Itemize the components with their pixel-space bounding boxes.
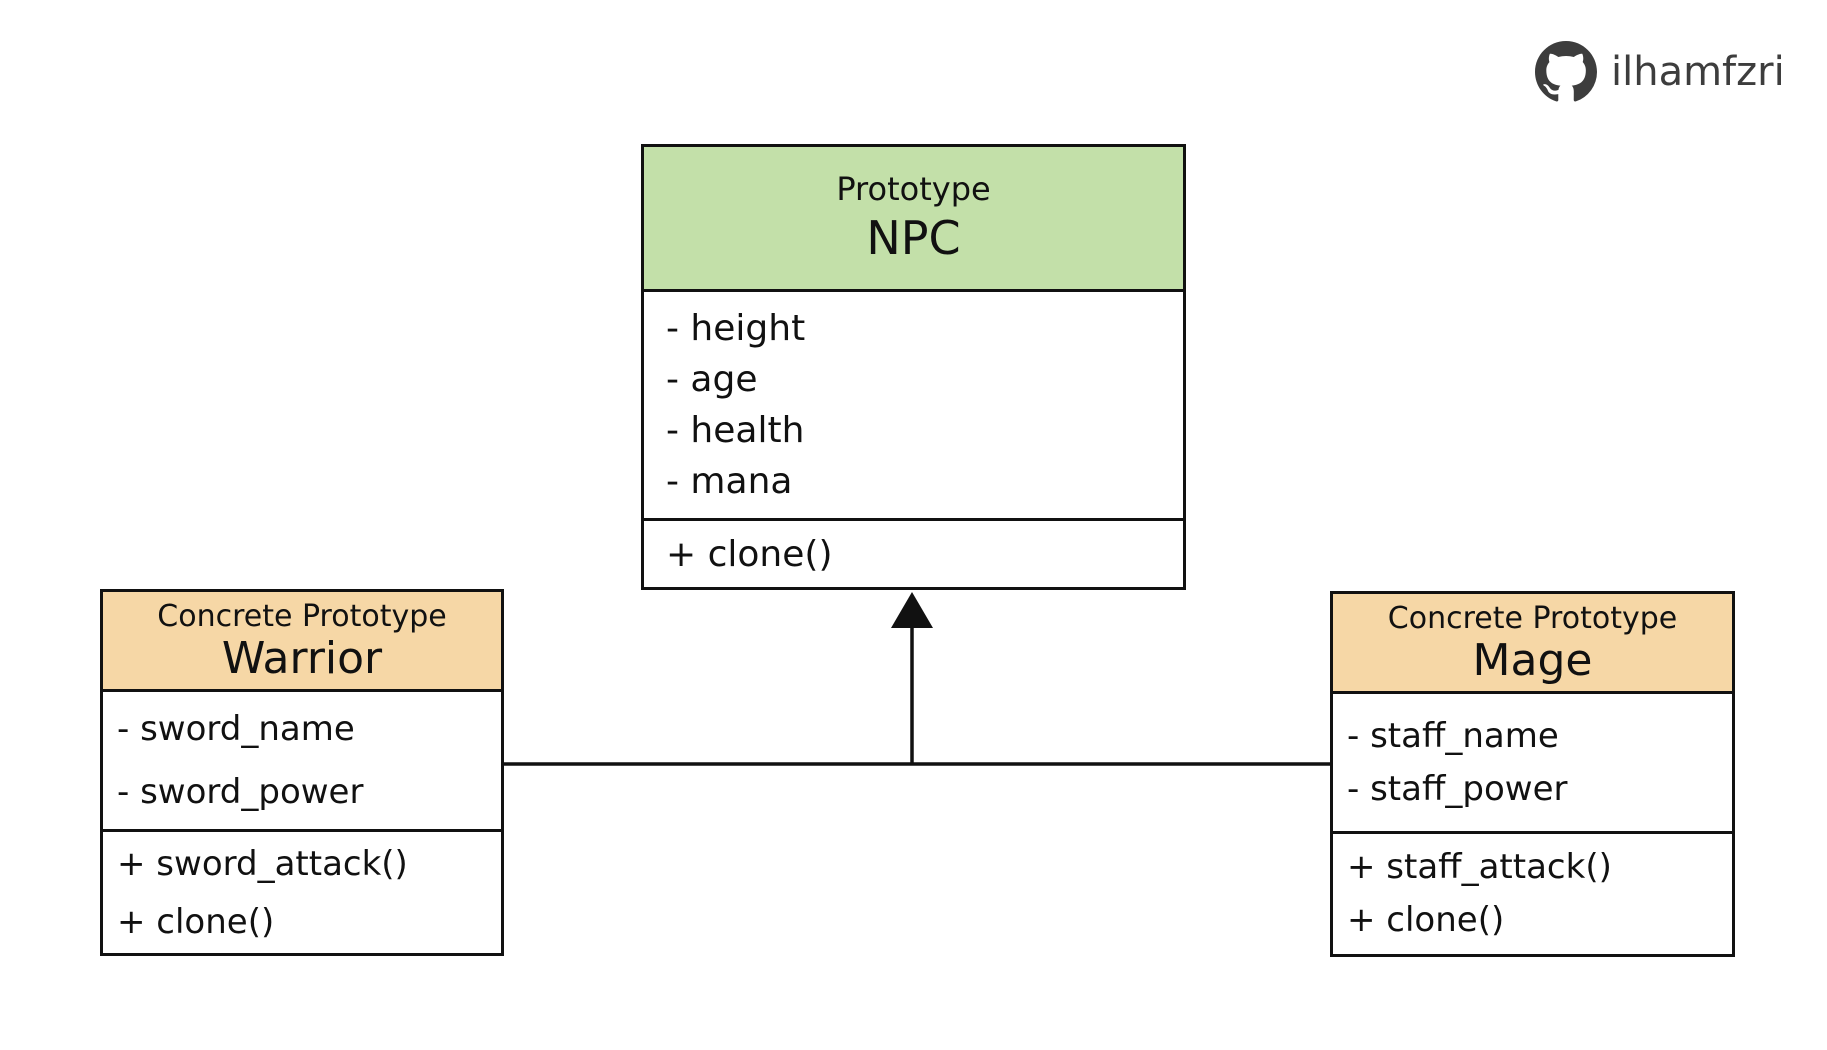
npc-attributes: - height - age - health - mana — [644, 292, 1183, 518]
npc-stereotype: Prototype — [836, 170, 991, 208]
mage-operation: + clone() — [1347, 900, 1505, 940]
warrior-class-header: Concrete Prototype Warrior — [103, 592, 501, 692]
npc-operation: + clone() — [666, 533, 833, 575]
npc-attribute: - age — [666, 359, 758, 400]
mage-operation: + staff_attack() — [1347, 847, 1612, 887]
mage-class-header: Concrete Prototype Mage — [1333, 594, 1732, 694]
npc-attribute: - health — [666, 410, 805, 451]
author-watermark: ilhamfzri — [1535, 40, 1785, 104]
inheritance-arrowhead — [891, 592, 933, 628]
mage-attribute: - staff_power — [1347, 768, 1568, 809]
warrior-class-box: Concrete Prototype Warrior - sword_name … — [100, 589, 504, 956]
npc-class-name: NPC — [866, 211, 961, 265]
warrior-attributes: - sword_name - sword_power — [103, 692, 501, 829]
mage-operations: + staff_attack() + clone() — [1333, 831, 1732, 954]
mage-attributes: - staff_name - staff_power — [1333, 694, 1732, 831]
npc-attribute: - mana — [666, 461, 793, 502]
warrior-class-name: Warrior — [221, 632, 383, 684]
github-icon — [1535, 41, 1597, 103]
mage-class-box: Concrete Prototype Mage - staff_name - s… — [1330, 591, 1735, 957]
warrior-operations: + sword_attack() + clone() — [103, 829, 501, 953]
mage-attribute: - staff_name — [1347, 715, 1559, 756]
warrior-operation: + clone() — [117, 901, 275, 942]
npc-attribute: - height — [666, 308, 806, 349]
npc-class-header: Prototype NPC — [644, 147, 1183, 292]
warrior-attribute: - sword_power — [117, 771, 364, 812]
warrior-stereotype: Concrete Prototype — [157, 598, 447, 634]
author-name: ilhamfzri — [1611, 49, 1785, 95]
mage-class-name: Mage — [1472, 634, 1593, 686]
warrior-operation: + sword_attack() — [117, 843, 408, 884]
warrior-attribute: - sword_name — [117, 708, 355, 749]
npc-class-box: Prototype NPC - height - age - health - … — [641, 144, 1186, 590]
npc-operations: + clone() — [644, 518, 1183, 587]
mage-stereotype: Concrete Prototype — [1387, 600, 1678, 636]
